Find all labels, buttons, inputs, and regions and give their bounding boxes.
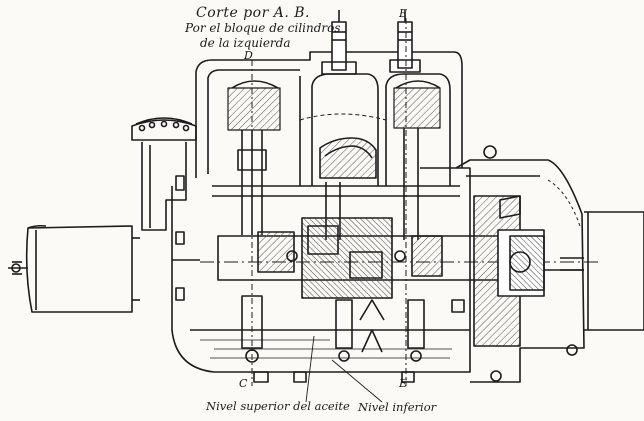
section-marker-e-top: E <box>399 7 408 20</box>
gear-housing <box>455 145 585 383</box>
flywheel <box>560 211 644 331</box>
filter-tower <box>131 117 197 231</box>
lower-bearings <box>241 295 425 363</box>
figure-subtitle-line2: de la izquierda <box>200 36 291 50</box>
figure-subtitle-line1: Por el bloque de cilindros <box>185 21 341 35</box>
cylinder-block <box>195 51 463 197</box>
spark-plugs <box>321 10 421 75</box>
caption-oil-level-lower: Nivel inferior <box>358 400 437 414</box>
figure-title: Corte por A. B. <box>196 5 310 21</box>
section-marker-e-bottom: E <box>399 377 408 390</box>
section-marker-d: D <box>244 49 253 62</box>
section-lines <box>251 18 407 386</box>
section-marker-c: C <box>239 377 248 390</box>
bottom-bolts <box>253 299 465 383</box>
generator-housing <box>8 224 140 313</box>
caption-oil-level-upper: Nivel superior del aceite <box>206 399 350 413</box>
